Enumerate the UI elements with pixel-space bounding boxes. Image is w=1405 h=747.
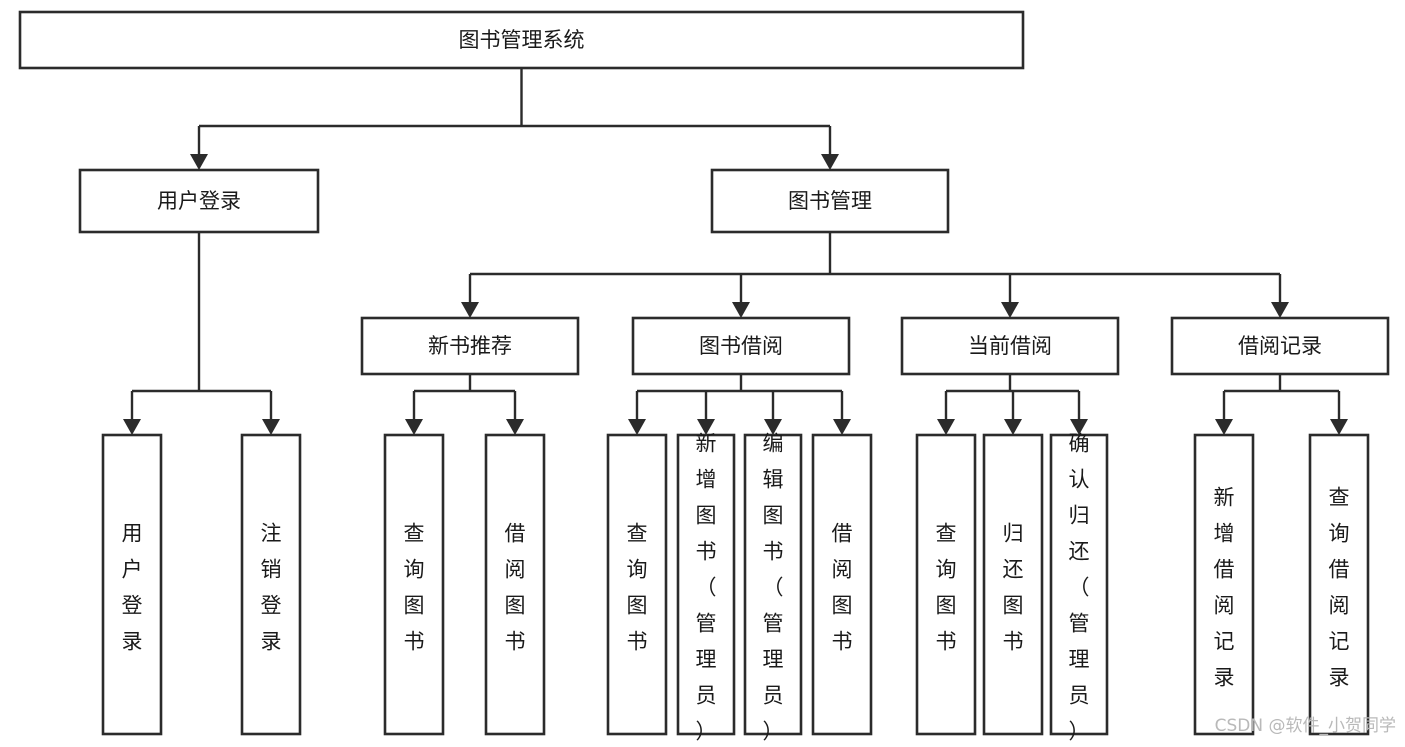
arrow-head-icon (190, 154, 208, 170)
arrow-head-icon (1070, 419, 1088, 435)
node-box-leaf-query-borrow-record[interactable] (1308, 433, 1370, 736)
arrow-head-icon (764, 419, 782, 435)
node-leaf-logout[interactable]: 注销登录 (240, 433, 302, 736)
node-label-leaf-user-login: 用户登录 (122, 522, 143, 654)
node-label-leaf-add-book-admin: 新增图书（管理员） (696, 432, 717, 744)
node-box-borrow-record[interactable] (1170, 316, 1390, 376)
node-leaf-query-book-recommend[interactable]: 查询图书 (383, 433, 445, 736)
edge-group-borrow-record (1215, 374, 1348, 435)
node-label-leaf-logout: 注销登录 (261, 522, 282, 654)
arrow-head-icon (1215, 419, 1233, 435)
arrow-head-icon (833, 419, 851, 435)
edge-group-book-management (461, 232, 1289, 318)
node-book-management[interactable]: 图书管理 (710, 168, 950, 234)
node-label-leaf-confirm-return-admin: 确认归还（管理员） (1069, 432, 1090, 744)
node-leaf-edit-book-admin[interactable]: 编辑图书（管理员） (743, 432, 803, 744)
node-label-user-login: 用户登录 (157, 189, 241, 213)
arrow-head-icon (262, 419, 280, 435)
node-box-leaf-borrow-book[interactable] (811, 433, 873, 736)
arrow-head-icon (506, 419, 524, 435)
node-new-book-recommend[interactable]: 新书推荐 (360, 316, 580, 376)
node-leaf-user-login[interactable]: 用户登录 (101, 433, 163, 736)
arrow-head-icon (697, 419, 715, 435)
node-label-leaf-query-borrow-record: 查询借阅记录 (1329, 486, 1350, 690)
node-leaf-return-book[interactable]: 归还图书 (982, 433, 1044, 736)
node-label-leaf-query-book-borrow: 查询图书 (627, 522, 648, 654)
node-current-borrow[interactable]: 当前借阅 (900, 316, 1120, 376)
node-box-leaf-edit-book-admin[interactable] (743, 433, 803, 736)
edge-group-root (190, 68, 839, 170)
node-box-leaf-query-book-borrow[interactable] (606, 433, 668, 736)
node-label-leaf-query-book-recommend: 查询图书 (404, 522, 425, 654)
node-layer: 图书管理系统用户登录图书管理新书推荐图书借阅当前借阅借阅记录用户登录注销登录查询… (18, 10, 1390, 744)
node-box-current-borrow[interactable] (900, 316, 1120, 376)
connector-layer (123, 68, 1348, 435)
arrow-head-icon (1004, 419, 1022, 435)
node-label-root: 图书管理系统 (459, 28, 585, 52)
node-label-leaf-borrow-book: 借阅图书 (832, 522, 853, 654)
node-box-book-management[interactable] (710, 168, 950, 234)
arrow-head-icon (821, 154, 839, 170)
node-label-leaf-query-book-current: 查询图书 (936, 522, 957, 654)
node-box-leaf-confirm-return-admin[interactable] (1049, 433, 1109, 736)
node-box-user-login[interactable] (78, 168, 320, 234)
node-label-leaf-borrow-book-recommend: 借阅图书 (505, 522, 526, 654)
edge-group-new-book-recommend (405, 374, 524, 435)
node-label-leaf-return-book: 归还图书 (1003, 522, 1024, 654)
arrow-head-icon (937, 419, 955, 435)
node-leaf-query-book-current[interactable]: 查询图书 (915, 433, 977, 736)
node-leaf-borrow-book-recommend[interactable]: 借阅图书 (484, 433, 546, 736)
arrow-head-icon (1330, 419, 1348, 435)
node-root[interactable]: 图书管理系统 (18, 10, 1025, 70)
arrow-head-icon (123, 419, 141, 435)
node-box-leaf-add-book-admin[interactable] (676, 433, 736, 736)
arrow-head-icon (628, 419, 646, 435)
node-book-borrow[interactable]: 图书借阅 (631, 316, 851, 376)
node-box-leaf-query-book-current[interactable] (915, 433, 977, 736)
node-box-leaf-return-book[interactable] (982, 433, 1044, 736)
node-user-login[interactable]: 用户登录 (78, 168, 320, 234)
edge-group-current-borrow (937, 374, 1088, 435)
node-leaf-add-book-admin[interactable]: 新增图书（管理员） (676, 432, 736, 744)
node-box-book-borrow[interactable] (631, 316, 851, 376)
arrow-head-icon (1271, 302, 1289, 318)
node-box-leaf-query-book-recommend[interactable] (383, 433, 445, 736)
node-label-book-management: 图书管理 (788, 189, 872, 213)
node-label-current-borrow: 当前借阅 (968, 334, 1052, 358)
node-leaf-borrow-book[interactable]: 借阅图书 (811, 433, 873, 736)
node-label-borrow-record: 借阅记录 (1238, 334, 1322, 358)
node-box-leaf-add-borrow-record[interactable] (1193, 433, 1255, 736)
edge-group-user-login (123, 232, 280, 435)
node-leaf-query-book-borrow[interactable]: 查询图书 (606, 433, 668, 736)
arrow-head-icon (405, 419, 423, 435)
node-box-root[interactable] (18, 10, 1025, 70)
node-box-leaf-user-login[interactable] (101, 433, 163, 736)
node-label-leaf-edit-book-admin: 编辑图书（管理员） (763, 432, 784, 744)
arrow-head-icon (732, 302, 750, 318)
node-box-new-book-recommend[interactable] (360, 316, 580, 376)
node-label-new-book-recommend: 新书推荐 (428, 334, 512, 358)
node-leaf-query-borrow-record[interactable]: 查询借阅记录 (1308, 433, 1370, 736)
node-label-book-borrow: 图书借阅 (699, 334, 783, 358)
csdn-watermark: CSDN @软件_小贺同学 (1215, 716, 1396, 736)
arrow-head-icon (1001, 302, 1019, 318)
node-leaf-confirm-return-admin[interactable]: 确认归还（管理员） (1049, 432, 1109, 744)
node-label-leaf-add-borrow-record: 新增借阅记录 (1214, 486, 1235, 690)
node-borrow-record[interactable]: 借阅记录 (1170, 316, 1390, 376)
node-box-leaf-logout[interactable] (240, 433, 302, 736)
edge-group-book-borrow (628, 374, 851, 435)
node-box-leaf-borrow-book-recommend[interactable] (484, 433, 546, 736)
arrow-head-icon (461, 302, 479, 318)
node-leaf-add-borrow-record[interactable]: 新增借阅记录 (1193, 433, 1255, 736)
